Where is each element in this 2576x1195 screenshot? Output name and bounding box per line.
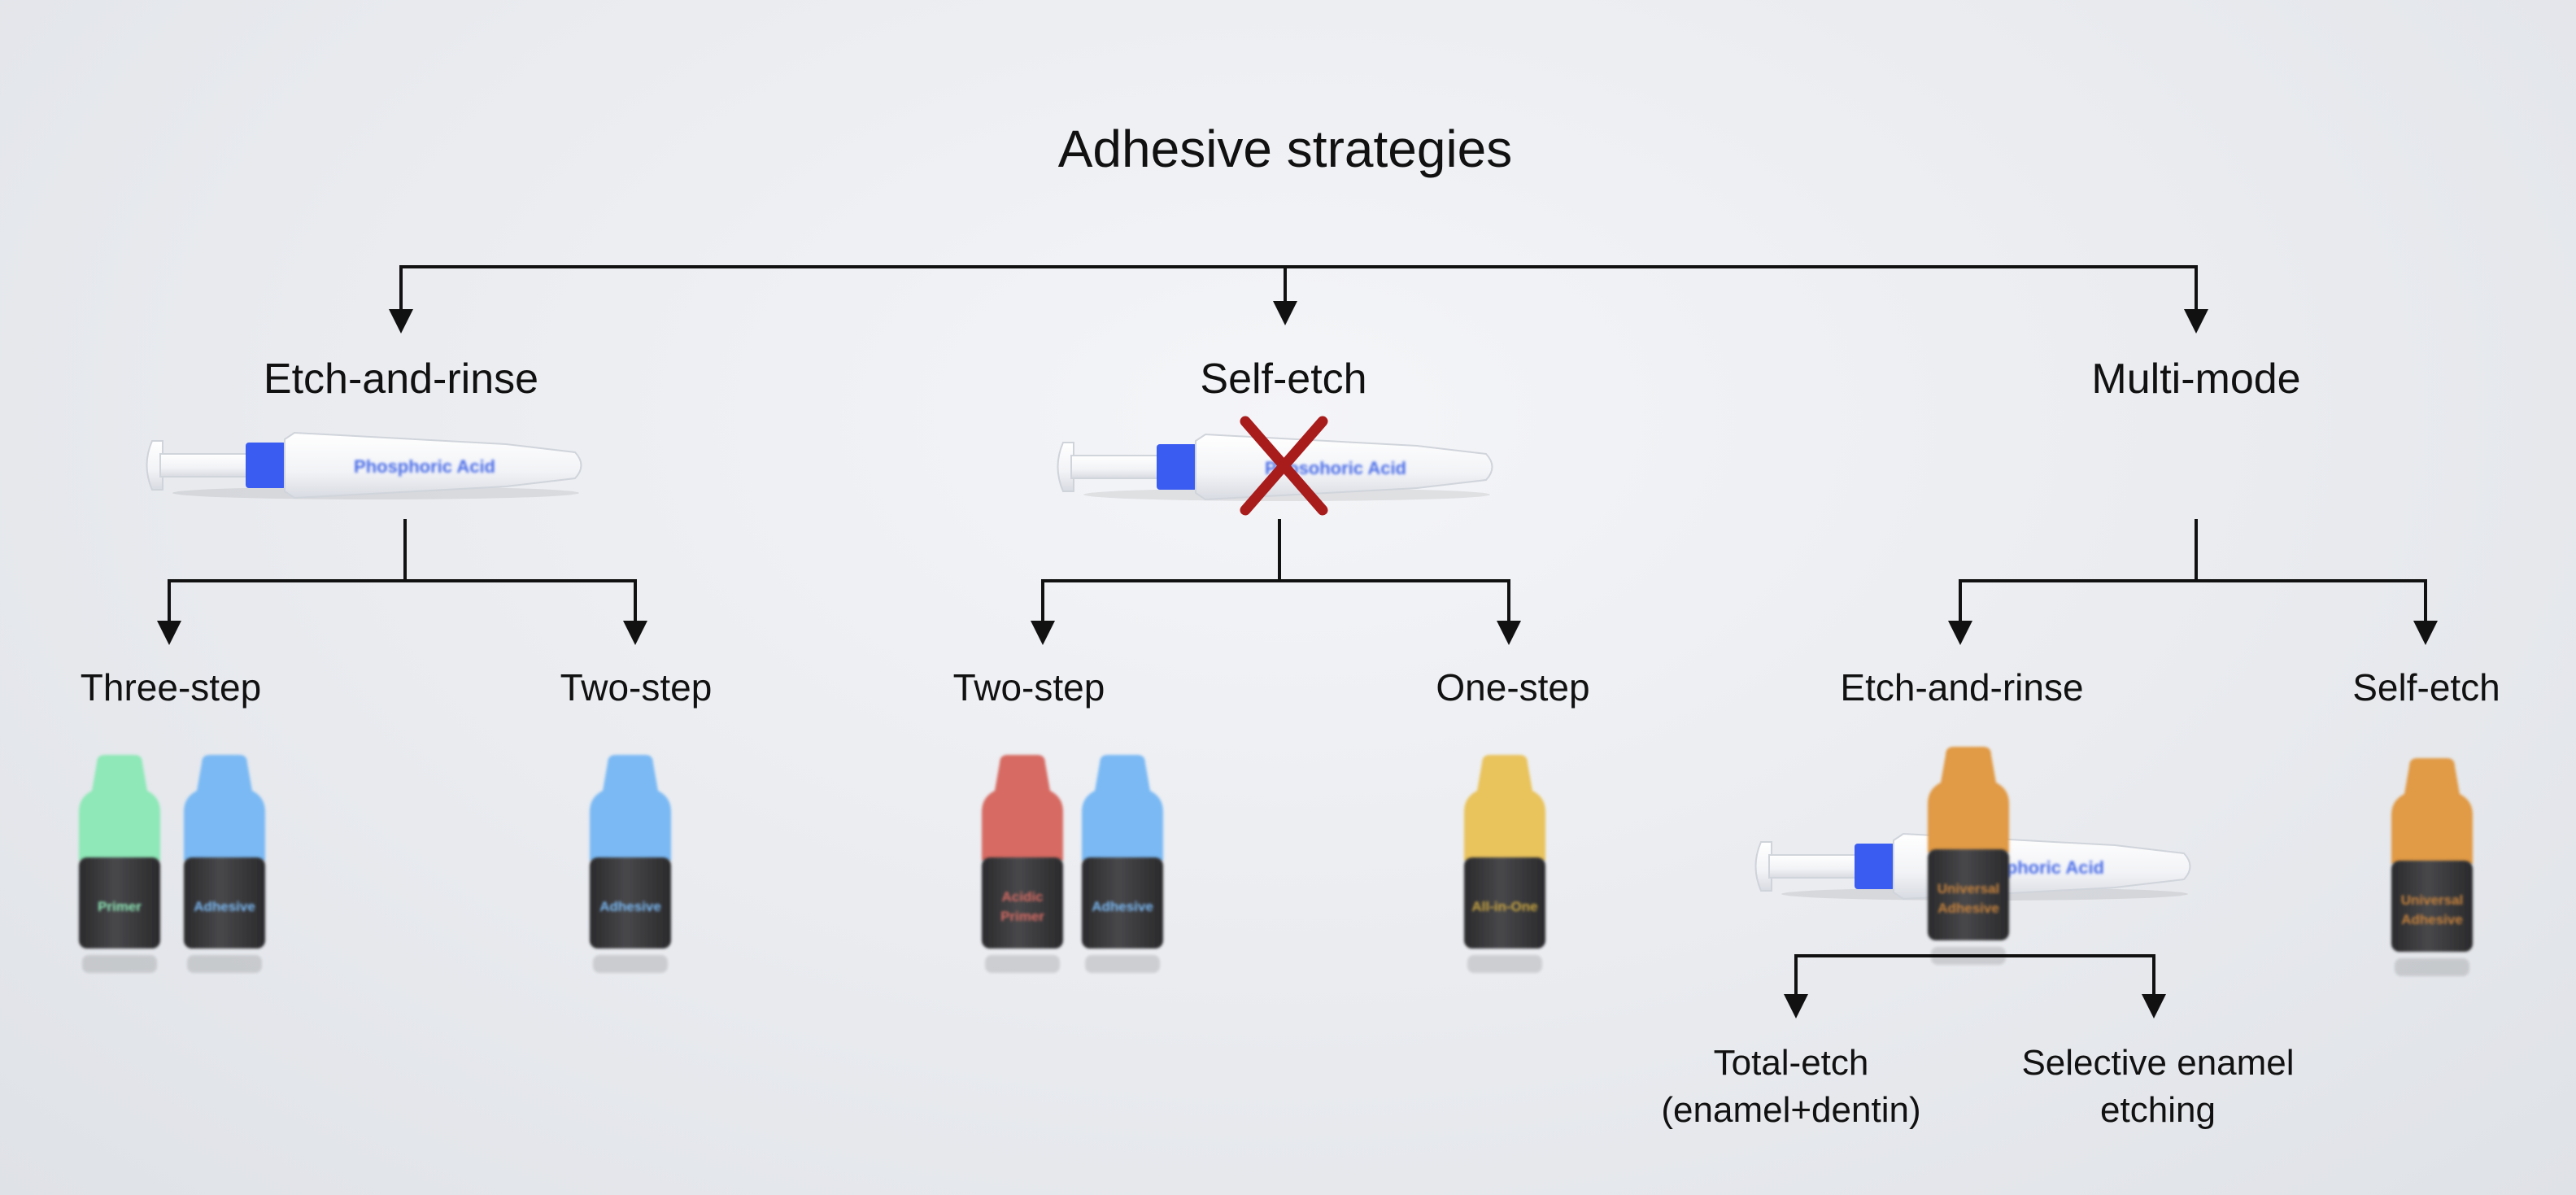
syringe-label: Phosphoric Acid — [354, 456, 495, 477]
bottle-body — [982, 857, 1063, 949]
syringe-rod — [1070, 455, 1162, 479]
bottle-label: Adhesive — [194, 899, 255, 914]
bottle-reflection — [985, 955, 1060, 973]
bottle-body — [1464, 857, 1545, 949]
fork-self-etch-right-head — [1497, 621, 1521, 645]
branch-one-step: One-step — [1436, 666, 1590, 709]
bottle-reflection — [1467, 955, 1542, 973]
bottle-cap — [1464, 755, 1545, 861]
arrow-etch-and-rinse-head — [389, 309, 413, 334]
arrow-total-etch-head — [1784, 994, 1808, 1018]
bottle-body — [2391, 861, 2473, 952]
bottle-reflection — [1931, 947, 2006, 965]
syringe-rod — [159, 453, 251, 478]
bottle-reflection — [593, 955, 668, 973]
bottle-label: Acidic — [1001, 889, 1043, 905]
branch-two-step: Two-step — [952, 666, 1105, 709]
bottle-label: Primer — [98, 899, 142, 914]
category-etch-and-rinse: Etch-and-rinse — [263, 355, 539, 403]
fork-etch-and-rinse-right-head — [623, 621, 647, 645]
bottle-cap — [982, 755, 1063, 861]
bottle-body — [1082, 857, 1163, 949]
syringe-barrel — [284, 431, 582, 499]
branch-etch-and-rinse: Etch-and-rinse — [1840, 666, 2084, 709]
syringe-phosphoric-acid-crossed: Phosohoric Acid — [1057, 433, 1493, 501]
bottle-cap — [184, 755, 265, 861]
fork-multi-mode-left-head — [1948, 621, 1972, 645]
page-title: Adhesive strategies — [1057, 120, 1513, 178]
cross-out-icon — [1240, 416, 1328, 516]
syringe-plunger — [1855, 844, 1895, 889]
bottle-body — [590, 857, 671, 949]
bottle-cap — [2391, 758, 2473, 864]
syringe-plunger-end — [1754, 841, 1772, 892]
bottle-body — [79, 857, 160, 949]
syringe-plunger — [246, 443, 286, 488]
bottle-label: Adhesive — [1937, 901, 1999, 916]
bottle-label: Primer — [1000, 909, 1044, 924]
syringe-rod — [1768, 854, 1859, 879]
category-self-etch: Self-etch — [1200, 355, 1367, 403]
cross-stroke — [1240, 416, 1328, 516]
bottle-cap — [79, 755, 160, 861]
arrow-self-etch-head — [1273, 301, 1297, 325]
branch-self-etch: Self-etch — [2352, 666, 2500, 709]
fork-self-etch-left-head — [1031, 621, 1055, 645]
bottle-label: All-in-One — [1471, 899, 1537, 914]
bottle-label: Universal — [1937, 881, 2000, 896]
bottle-label: Adhesive — [2401, 912, 2463, 927]
bottle-body — [184, 857, 265, 949]
fork-etch-and-rinse-left-head — [157, 621, 181, 645]
bottle-adhesive: Adhesive — [184, 755, 265, 973]
bottle-label: Adhesive — [599, 899, 661, 914]
arrow-selective-enamel-head — [2142, 994, 2166, 1018]
bottle-body — [1928, 849, 2009, 940]
bottle-cap — [590, 755, 671, 861]
bottle-adhesive: Adhesive — [590, 755, 671, 973]
bottle-cap — [1082, 755, 1163, 861]
bottle-reflection — [1085, 955, 1160, 973]
bottle-reflection — [187, 955, 262, 973]
syringe-plunger-end — [146, 440, 163, 491]
syringe-phosphoric-acid: Phosphoric Acid — [146, 431, 582, 499]
bottle-cap — [1928, 747, 2009, 853]
bottle-all-in-one: All-in-One — [1464, 755, 1545, 973]
bottle-label: Adhesive — [1092, 899, 1153, 914]
sub-branch-total-etch: Total-etch (enamel+dentin) — [1661, 1043, 1921, 1130]
syringe-plunger — [1157, 444, 1197, 490]
fork-multi-mode-right-head — [2413, 621, 2438, 645]
syringe-plunger-end — [1057, 442, 1074, 492]
sub-branch-selective-enamel-etching: Selective enamel etching — [2021, 1043, 2295, 1130]
bottle-reflection — [82, 955, 157, 973]
bottle-primer: Primer — [79, 755, 160, 973]
bottle-label: Universal — [2401, 892, 2464, 908]
bottle-adhesive: Adhesive — [1082, 755, 1163, 973]
branch-three-step: Three-step — [80, 666, 262, 709]
bottle-reflection — [2395, 958, 2469, 976]
branch-two-step: Two-step — [560, 666, 713, 709]
arrow-multi-mode-head — [2184, 309, 2208, 334]
category-multi-mode: Multi-mode — [2091, 355, 2301, 403]
